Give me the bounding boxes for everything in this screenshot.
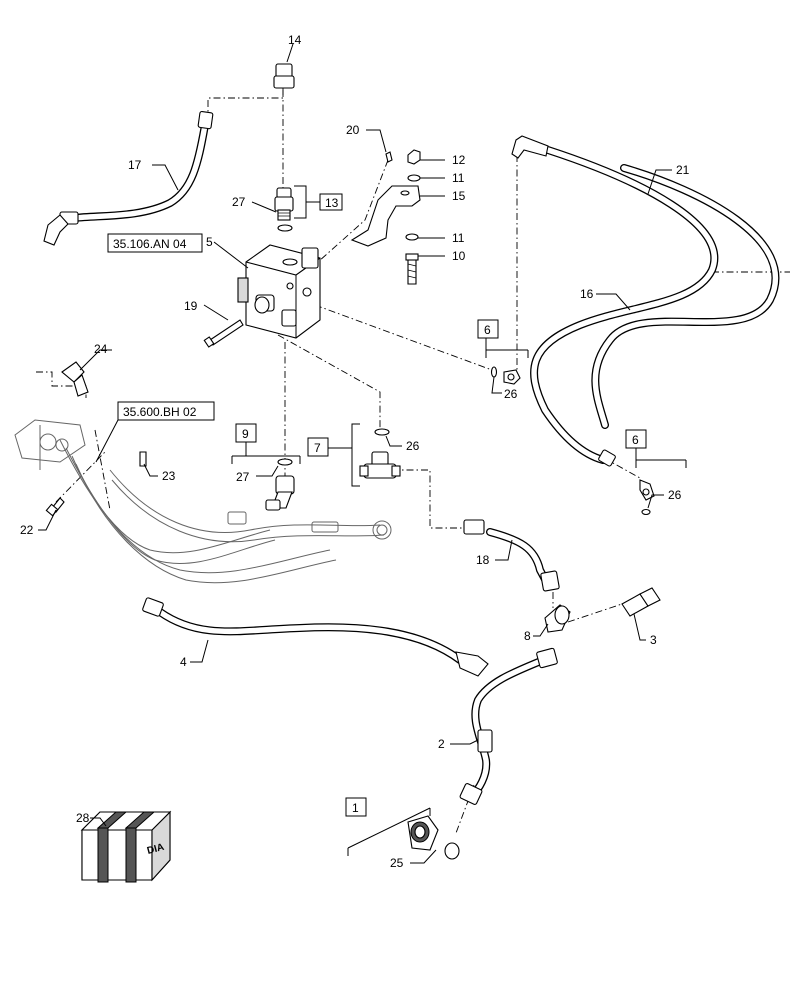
- label-15: 15: [452, 189, 466, 203]
- o-ring-25[interactable]: [444, 842, 460, 860]
- label-12: 12: [452, 153, 466, 167]
- hose-17[interactable]: [43, 110, 214, 246]
- callout-box-6-upper[interactable]: 6: [477, 319, 529, 358]
- label-26-tee: 26: [406, 439, 420, 453]
- callout-box-7[interactable]: 7: [307, 423, 360, 487]
- bolt-22[interactable]: [45, 497, 65, 517]
- o-ring-27-top[interactable]: [277, 224, 293, 232]
- bracket-15[interactable]: [350, 185, 421, 247]
- ref-cylinder-text: 35.600.BH 02: [123, 405, 197, 419]
- label-27-lower: 27: [236, 470, 250, 484]
- part-labels: 14 17 27 5 19 20 12 11 15 11 10 21 16 26…: [20, 33, 690, 870]
- hose-4[interactable]: [142, 597, 489, 677]
- label-23: 23: [162, 469, 176, 483]
- label-22: 22: [20, 523, 34, 537]
- tee-fitting-7[interactable]: [359, 451, 401, 479]
- label-21: 21: [676, 163, 690, 177]
- fitting-14[interactable]: [273, 63, 295, 89]
- label-26-lower: 26: [668, 488, 682, 502]
- washer-11-top[interactable]: [407, 174, 421, 182]
- hose-21[interactable]: [591, 164, 780, 429]
- callout-box-9[interactable]: 9: [231, 423, 301, 464]
- label-11-bottom: 11: [452, 231, 465, 245]
- label-27-top: 27: [232, 195, 246, 209]
- elbow-fitting-9[interactable]: [265, 475, 295, 511]
- label-16: 16: [580, 287, 594, 301]
- label-28: 28: [76, 811, 90, 825]
- fitting-kit-1[interactable]: [407, 815, 439, 851]
- ref-valve-text: 35.106.AN 04: [113, 237, 187, 251]
- label-8: 8: [524, 629, 531, 643]
- label-11-top: 11: [452, 171, 465, 185]
- callout-box-13[interactable]: 13: [294, 185, 343, 219]
- fitting-13[interactable]: [274, 187, 294, 221]
- o-ring-26-lower[interactable]: [641, 508, 651, 516]
- label-4: 4: [180, 655, 187, 669]
- ref-box-cylinder[interactable]: 35.600.BH 02: [95, 401, 215, 463]
- label-2: 2: [438, 737, 445, 751]
- label-9: 9: [242, 427, 249, 441]
- kit-box-28[interactable]: DIA: [80, 810, 172, 883]
- label-13: 13: [325, 196, 339, 210]
- elbow-fitting-24[interactable]: [61, 361, 89, 397]
- o-ring-26-tee[interactable]: [374, 428, 390, 436]
- kit-box-label: DIA: [146, 842, 165, 857]
- hose-16[interactable]: [511, 135, 719, 467]
- label-19: 19: [184, 299, 198, 313]
- label-5: 5: [206, 235, 213, 249]
- label-17: 17: [128, 158, 142, 172]
- nut-12[interactable]: [407, 149, 421, 165]
- label-1: 1: [352, 801, 359, 815]
- fitting-8[interactable]: [544, 604, 571, 633]
- leader-lines: [38, 43, 672, 864]
- label-10: 10: [452, 249, 466, 263]
- screw-20[interactable]: [385, 151, 393, 163]
- label-24: 24: [94, 342, 108, 356]
- fitting-3[interactable]: [621, 587, 661, 617]
- bolt-19[interactable]: [203, 319, 244, 348]
- label-6-upper: 6: [484, 323, 491, 337]
- label-3: 3: [650, 633, 657, 647]
- label-25: 25: [390, 856, 404, 870]
- washer-11-bottom[interactable]: [405, 233, 419, 241]
- label-7: 7: [314, 441, 321, 455]
- label-14: 14: [288, 33, 302, 47]
- callout-box-6-lower[interactable]: 6: [625, 429, 687, 468]
- elbow-6-upper[interactable]: [503, 369, 521, 385]
- hose-18[interactable]: [463, 519, 560, 592]
- bolt-10[interactable]: [405, 253, 419, 285]
- bolt-23[interactable]: [139, 451, 147, 467]
- o-ring-26-upper[interactable]: [490, 366, 498, 378]
- label-18: 18: [476, 553, 490, 567]
- elbow-6-lower[interactable]: [639, 479, 655, 501]
- valve-block-5[interactable]: [237, 244, 321, 339]
- hose-2[interactable]: [459, 647, 558, 805]
- label-26-upper: 26: [504, 387, 518, 401]
- cylinder-reference-ghost: [14, 419, 392, 584]
- ref-box-valve[interactable]: 35.106.AN 04: [107, 233, 203, 253]
- o-ring-27-lower[interactable]: [277, 458, 293, 466]
- callout-box-1[interactable]: 1: [345, 797, 431, 856]
- label-6-lower: 6: [632, 433, 639, 447]
- label-20: 20: [346, 123, 360, 137]
